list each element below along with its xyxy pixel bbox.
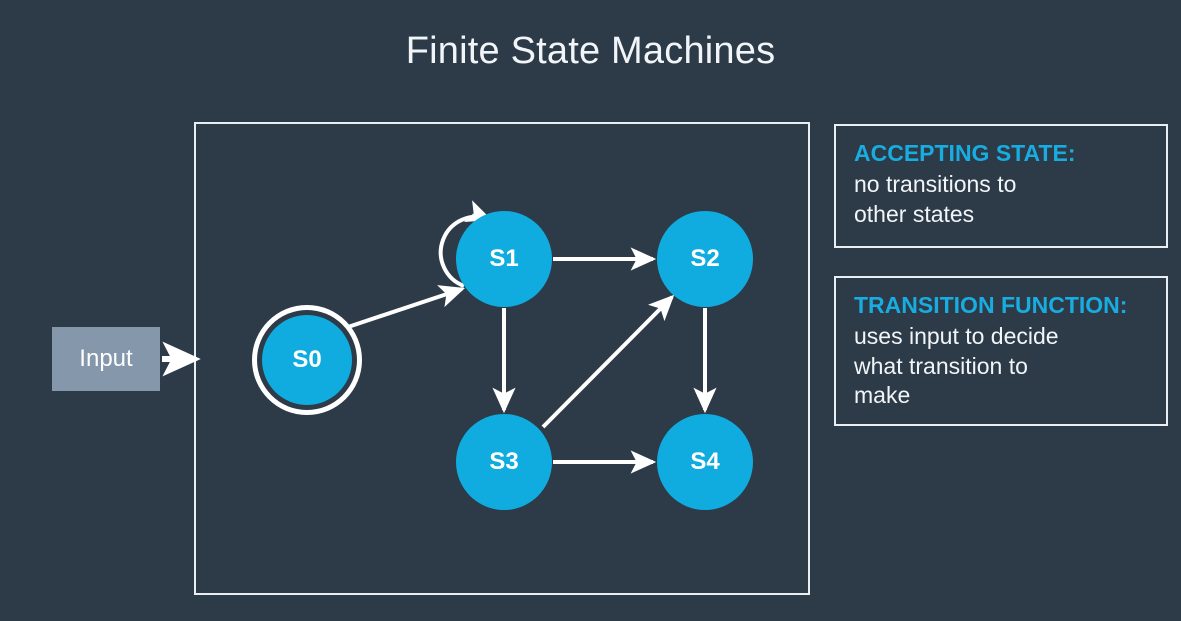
- legend-accepting-state: ACCEPTING STATE: no transitions to other…: [834, 124, 1168, 248]
- state-label-s3: S3: [489, 448, 519, 475]
- state-node-s1[interactable]: S1: [456, 211, 552, 307]
- legend-transition-function: TRANSITION FUNCTION: uses input to decid…: [834, 276, 1168, 426]
- page-title: Finite State Machines: [405, 30, 776, 72]
- state-label-s2: S2: [690, 245, 720, 272]
- legend-accepting-body: no transitions to other states: [854, 171, 1017, 227]
- input-label: Input: [79, 345, 133, 372]
- legend-accepting-title: ACCEPTING STATE:: [854, 140, 1076, 166]
- legend-transition-title: TRANSITION FUNCTION:: [854, 292, 1128, 318]
- state-label-s4: S4: [690, 448, 720, 475]
- state-node-s0[interactable]: S0: [262, 315, 352, 405]
- state-label-s1: S1: [489, 245, 519, 272]
- input-box: Input: [52, 327, 160, 391]
- state-node-s4[interactable]: S4: [657, 414, 753, 510]
- state-node-s2[interactable]: S2: [657, 211, 753, 307]
- legend-transition-body: uses input to decide what transition to …: [854, 323, 1059, 408]
- state-label-s0: S0: [292, 346, 322, 373]
- state-node-s3[interactable]: S3: [456, 414, 552, 510]
